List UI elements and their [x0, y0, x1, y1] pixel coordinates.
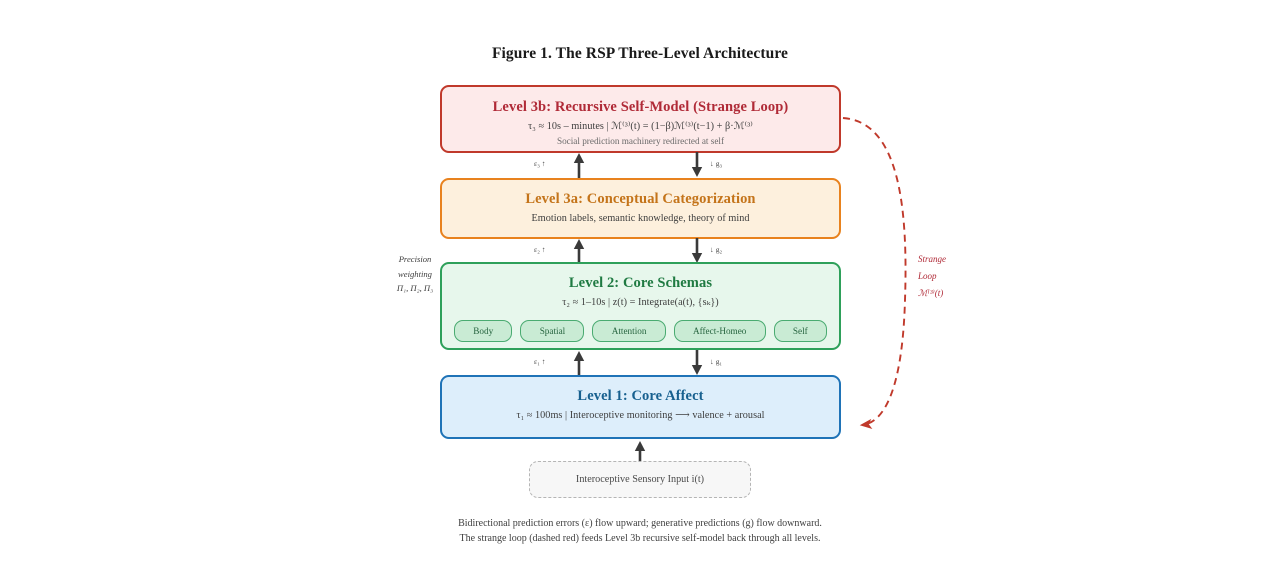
level-box-1: Level 1: Core Affect τ₁ ≈ 100ms | Intero…	[440, 375, 841, 439]
level-2-formula: τ₂ ≈ 1–10s | z(t) = Integrate(a(t), {sₖ}…	[562, 297, 719, 308]
figure-title: Figure 1. The RSP Three-Level Architectu…	[491, 45, 789, 62]
generative-label-1: ↓ g₁	[710, 357, 723, 366]
error-arrow-up-1	[573, 351, 585, 376]
generative-arrow-down-2	[691, 238, 703, 263]
level-3b-note: Social prediction machinery redirected a…	[556, 136, 725, 146]
caption-line-1: Bidirectional prediction errors (ε) flow…	[458, 518, 822, 529]
caption-line-2: The strange loop (dashed red) feeds Leve…	[459, 533, 821, 544]
interoceptive-input-label: Interoceptive Sensory Input i(t)	[575, 474, 705, 485]
schema-chip-attention[interactable]: Attention	[592, 320, 666, 342]
generative-arrow-down-3	[691, 152, 703, 177]
error-label-3: ε₃ ↑	[534, 159, 546, 168]
error-arrow-up-2	[573, 239, 585, 264]
interoceptive-input-box: Interoceptive Sensory Input i(t)	[529, 461, 751, 498]
precision-line-1: Precision	[398, 254, 432, 264]
level-box-3a: Level 3a: Conceptual Categorization Emot…	[440, 178, 841, 239]
strange-loop-line-2: Loop	[918, 271, 937, 281]
sensory-input-arrow	[634, 441, 646, 462]
generative-label-3: ↓ g₃	[710, 159, 723, 168]
schema-chip-row: Body Spatial Attention Affect-Homeo Self	[454, 320, 827, 342]
strange-loop-annotation: Strange Loop ℳ⁽³⁾(t)	[918, 251, 978, 302]
strange-loop-line-1: Strange	[918, 254, 946, 264]
arrows-2-3a: ε₂ ↑ ↓ g₂	[440, 238, 841, 264]
precision-line-2: weighting	[398, 268, 432, 279]
level-box-2: Level 2: Core Schemas τ₂ ≈ 1–10s | z(t) …	[440, 262, 841, 350]
schema-chip-affect-homeo[interactable]: Affect-Homeo	[673, 320, 766, 342]
figure-caption: Bidirectional prediction errors (ε) flow…	[0, 516, 1280, 546]
schema-chip-self[interactable]: Self	[773, 320, 827, 342]
strange-loop-line-3: ℳ⁽³⁾(t)	[918, 288, 944, 298]
level-1-title: Level 1: Core Affect	[577, 388, 704, 404]
precision-line-3: Π₁, Π₂, Π₃	[396, 283, 434, 293]
schema-chip-spatial[interactable]: Spatial	[520, 320, 585, 342]
generative-label-2: ↓ g₂	[710, 245, 723, 254]
level-3a-formula: Emotion labels, semantic knowledge, theo…	[531, 213, 750, 224]
level-box-3b: Level 3b: Recursive Self-Model (Strange …	[440, 85, 841, 153]
error-label-1: ε₁ ↑	[534, 357, 546, 366]
level-3b-formula: τ₃ ≈ 10s – minutes | ℳ⁽³⁾(t) = (1−β)ℳ⁽³⁾…	[528, 121, 753, 132]
level-3a-title: Level 3a: Conceptual Categorization	[525, 191, 756, 207]
level-2-title: Level 2: Core Schemas	[568, 275, 713, 291]
error-label-2: ε₂ ↑	[534, 245, 546, 254]
arrows-1-2: ε₁ ↑ ↓ g₁	[440, 350, 841, 376]
schema-chip-body[interactable]: Body	[454, 320, 513, 342]
arrows-3a-3b: ε₃ ↑ ↓ g₃	[440, 152, 841, 178]
generative-arrow-down-1	[691, 350, 703, 375]
precision-weighting-annotation: Precision weighting Π₁, Π₂, Π₃	[389, 252, 441, 296]
error-arrow-up-3	[573, 153, 585, 178]
level-1-formula: τ₁ ≈ 100ms | Interoceptive monitoring ⟶ …	[516, 410, 765, 421]
level-3b-title: Level 3b: Recursive Self-Model (Strange …	[492, 99, 789, 115]
